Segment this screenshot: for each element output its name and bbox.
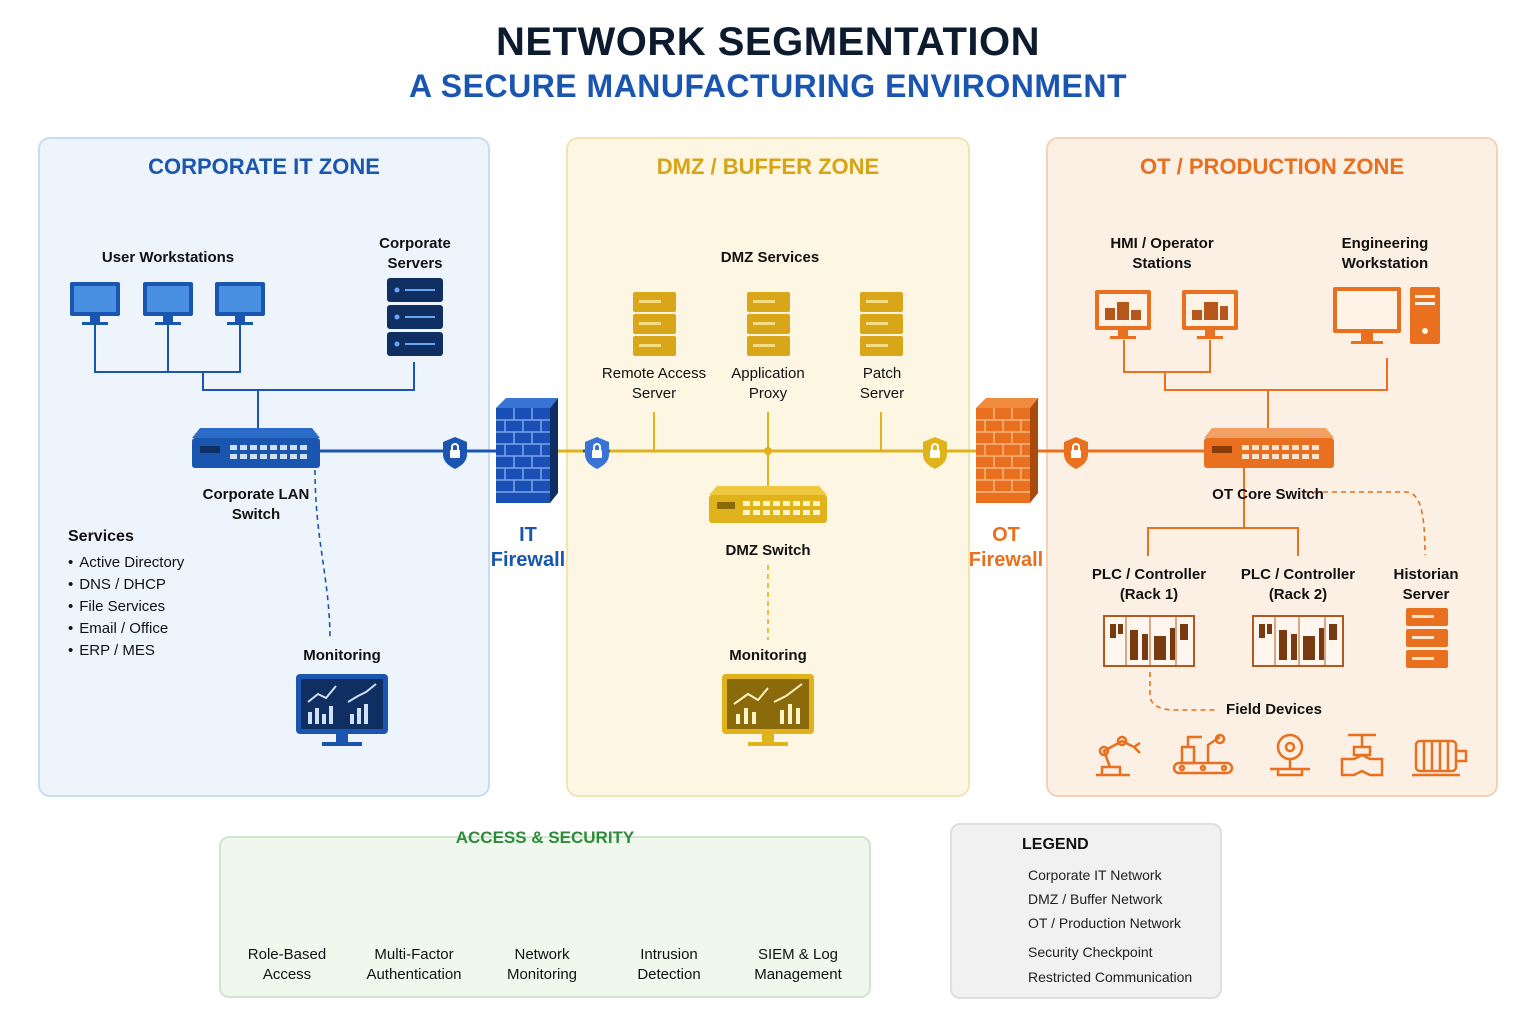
- legend-item: Restricted Communication: [1028, 969, 1193, 985]
- it-firewall-label: IT Firewall: [490, 524, 566, 571]
- ot-core-switch-label: OT Core Switch: [1212, 486, 1324, 503]
- ot-firewall-label: OT Firewall: [968, 524, 1044, 571]
- legend-item: Corporate IT Network: [1028, 867, 1162, 883]
- security-checkpoint-icon: [442, 436, 468, 470]
- remote-access-server-label: Remote Access Server: [601, 365, 707, 402]
- user-workstations-label: User Workstations: [101, 249, 235, 266]
- dmz-zone-title: DMZ / BUFFER ZONE: [656, 154, 880, 179]
- patch-server-label: Patch Server: [859, 365, 905, 402]
- security-checkpoint-icon: [922, 436, 948, 470]
- security-checkpoint-icon: [584, 436, 610, 470]
- corporate-server-icon: [387, 278, 443, 356]
- legend-item: OT / Production Network: [1028, 915, 1182, 931]
- network-monitoring-label: Network Monitoring: [506, 946, 578, 983]
- corporate-lan-switch-icon: [192, 428, 320, 468]
- service-item: Email / Office: [68, 618, 184, 640]
- ot-core-switch-icon: [1204, 428, 1334, 468]
- role-based-access-label: Role-Based Access: [247, 946, 327, 983]
- field-device-icons: [1096, 733, 1468, 777]
- dmz-services-label: DMZ Services: [720, 249, 820, 266]
- corporate-lan-switch-label: Corporate LAN Switch: [202, 486, 310, 523]
- intrusion-detection-label: Intrusion Detection: [637, 946, 701, 983]
- ot-zone-title: OT / PRODUCTION ZONE: [1140, 154, 1404, 179]
- corporate-servers-label: Corporate Servers: [379, 235, 451, 272]
- dmz-monitoring-label: Monitoring: [729, 647, 807, 664]
- field-devices-label: Field Devices: [1226, 701, 1322, 718]
- corporate-it-zone: [38, 137, 490, 797]
- service-item: File Services: [68, 596, 184, 618]
- service-item: DNS / DHCP: [68, 574, 184, 596]
- it-monitoring-icon: [296, 674, 388, 746]
- legend-item: DMZ / Buffer Network: [1028, 891, 1163, 907]
- siem-log-management-label: SIEM & Log Management: [754, 946, 842, 983]
- user-workstation-icons: [70, 282, 265, 325]
- security-checkpoint-icon: [1063, 436, 1089, 470]
- engineering-workstation-label: Engineering Workstation: [1341, 235, 1429, 272]
- page-subtitle: A SECURE MANUFACTURING ENVIRONMENT: [408, 68, 1128, 104]
- hmi-stations-label: HMI / Operator Stations: [1110, 235, 1214, 272]
- historian-server-icon: [1406, 608, 1448, 668]
- legend-title: LEGEND: [1022, 836, 1089, 853]
- application-proxy-label: Application Proxy: [731, 365, 805, 402]
- plc-rack2-label: PLC / Controller (Rack 2): [1240, 566, 1356, 603]
- access-security-panel: [219, 836, 871, 998]
- plc-rack1-label: PLC / Controller (Rack 1): [1091, 566, 1207, 603]
- dmz-monitoring-icon: [722, 674, 814, 746]
- engineering-workstation-icon: [1333, 287, 1440, 344]
- legend-item: Security Checkpoint: [1028, 944, 1153, 960]
- dmz-switch-label: DMZ Switch: [725, 542, 811, 559]
- services-title: Services: [68, 528, 134, 545]
- it-monitoring-label: Monitoring: [303, 647, 381, 664]
- dmz-switch-icon: [709, 486, 827, 523]
- access-security-title: ACCESS & SECURITY: [455, 828, 635, 847]
- page-title: NETWORK SEGMENTATION: [495, 20, 1041, 64]
- services-list: Services Active Directory DNS / DHCP Fil…: [68, 528, 184, 662]
- it-firewall-icon: [496, 398, 558, 503]
- ot-firewall-icon: [976, 398, 1038, 503]
- service-item: ERP / MES: [68, 640, 184, 662]
- plc-rack-icons: [1103, 615, 1344, 667]
- dmz-server-icons: [633, 292, 903, 356]
- hmi-station-icons: [1095, 290, 1238, 339]
- service-item: Active Directory: [68, 552, 184, 574]
- multi-factor-auth-label: Multi-Factor Authentication: [366, 946, 462, 983]
- it-zone-title: CORPORATE IT ZONE: [148, 154, 380, 179]
- legend: [950, 823, 1222, 999]
- historian-server-label: Historian Server: [1393, 566, 1459, 603]
